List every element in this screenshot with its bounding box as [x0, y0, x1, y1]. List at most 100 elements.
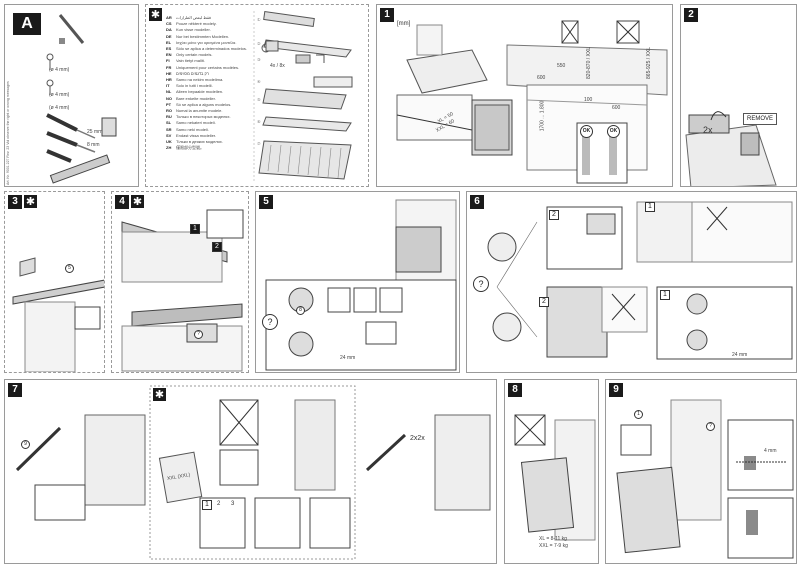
language-text: Ισχύει μόνο για ορισμένα μοντέλα. — [176, 39, 237, 45]
language-code: FI — [166, 58, 170, 64]
language-code: SL — [166, 120, 172, 126]
step-7-star: ✱ — [153, 388, 166, 401]
step-6-question: ? — [473, 276, 489, 292]
ok-badge-right: OK — [607, 125, 620, 138]
language-row: SL Samo nekateri modeli. — [166, 120, 286, 126]
language-code: CS — [166, 21, 172, 27]
dim-820: 820-870 / XXL — [585, 47, 592, 79]
weight-xl: XL = 8-11 kg — [539, 536, 567, 542]
step-6-sub-1b: 1 — [660, 290, 670, 300]
step-8-number: 8 — [508, 383, 522, 397]
tool-label-2: (ø 4 mm) — [49, 92, 70, 98]
dim-550: 550 — [557, 63, 566, 69]
language-row: NL Alleen bepaalde modellen. — [166, 89, 286, 95]
dim-600-a: 600 — [537, 75, 546, 81]
panel-a-letter: A — [13, 13, 41, 35]
language-code: SV — [166, 132, 172, 138]
language-code: HR — [166, 77, 172, 83]
svg-text:①: ① — [257, 17, 261, 22]
step-6-sub-2b: 2 — [539, 297, 549, 307]
svg-text:③: ③ — [257, 57, 261, 62]
weight-xxl: XXL = 7-9 kg — [539, 543, 568, 549]
language-text: Kun visse modeller. — [176, 27, 211, 33]
dim-100: 100 — [584, 97, 593, 103]
step-3-mount: 3 ✱ 5 — [4, 191, 105, 373]
language-text: Nur bei bestimmten Modellen. — [176, 33, 230, 39]
step-6-sub-1a: 1 — [645, 202, 655, 212]
language-row: FR Uniquement pour certains modèles. — [166, 65, 286, 71]
step-3-number: 3 — [8, 195, 22, 209]
language-code: DA — [166, 27, 172, 33]
step-4-rails: 4 ✱ 1 2 ? — [111, 191, 249, 373]
step-6-adjust: 6 ? 2 1 2 1 24 mm — [466, 191, 797, 373]
remove-count: 2x — [703, 125, 713, 135]
step-7-door-panel: 7 ✱ 9 2x2x 1 2 3 XXL (XXL) — [4, 379, 497, 564]
star-badge: ✱ — [149, 8, 162, 21]
language-text: Uniquement pour certains modèles. — [176, 64, 240, 70]
step-3-star: ✱ — [24, 195, 37, 208]
language-code: FR — [166, 64, 172, 70]
language-row: EN Only certain models. — [166, 52, 286, 58]
step-3-callout: 5 — [65, 264, 74, 273]
language-text: Тільки в деяких моделях. — [176, 139, 223, 145]
tool-label-1: (ø 4 mm) — [49, 67, 70, 73]
language-text: Bare enkelte modeller. — [176, 95, 216, 101]
language-row: CS Pouze některé modely. — [166, 21, 286, 27]
step-7-count: 2x2x — [410, 435, 425, 442]
language-text: Only certain models. — [176, 52, 213, 58]
step-8-drawing — [514, 414, 596, 541]
ok-badge-left: OK — [580, 125, 593, 138]
step-5-callout: 8 — [296, 306, 305, 315]
step-4-callout-2: 2 — [212, 242, 222, 252]
dim-600-b: 600 — [612, 105, 621, 111]
step-1-number: 1 — [380, 8, 394, 22]
language-code: ZH — [166, 145, 172, 151]
language-text: רק בדגמים מסוימים — [176, 70, 210, 76]
language-code: NL — [166, 89, 172, 95]
step-9-dim: 4 mm — [764, 448, 777, 454]
language-code: SR — [166, 126, 172, 132]
svg-text:②: ② — [257, 41, 261, 46]
tool-label-5: 8 mm — [87, 142, 100, 148]
step-4-star: ✱ — [131, 195, 144, 208]
language-text: Vain tietyt mallit. — [176, 58, 205, 64]
step-4-number: 4 — [115, 195, 129, 209]
language-code: AR — [166, 15, 172, 20]
step-9-drawing — [616, 399, 794, 559]
language-code: RU — [166, 114, 172, 120]
language-code: IT — [166, 83, 170, 89]
step-2-remove: 2 2x REMOVE — [680, 4, 797, 187]
language-text: Alleen bepaalde modellen. — [176, 89, 224, 95]
step-7-drawing — [15, 385, 491, 560]
svg-text:⑥: ⑥ — [257, 119, 261, 124]
step-1-drawing — [396, 20, 668, 184]
svg-text:④: ④ — [257, 79, 261, 84]
step-7-callout: 9 — [21, 440, 30, 449]
dim-height: 1700 ... 1.800 — [539, 100, 546, 132]
step-9-door-fix: 9 1 ? 4 mm — [605, 379, 797, 564]
step-7-sub-3: 3 — [231, 501, 235, 507]
parts-qty-label: 4x / 8x — [270, 63, 285, 69]
step-4-callout-1: 1 — [190, 224, 200, 234]
language-text: Только в некоторых моделях. — [176, 114, 231, 120]
language-code: EN — [166, 52, 172, 58]
language-text: Numai la anumite modele. — [176, 108, 223, 114]
step-5-number: 5 — [259, 195, 273, 209]
step-5-question: ? — [262, 314, 278, 330]
language-text: Samo nekateri modeli. — [176, 120, 216, 126]
step-2-number: 2 — [684, 8, 698, 22]
step-9-callout-q: ? — [706, 422, 715, 431]
language-text: Pouze některé modely. — [176, 21, 217, 27]
dim-865: 865-925 / XXL — [645, 47, 652, 79]
